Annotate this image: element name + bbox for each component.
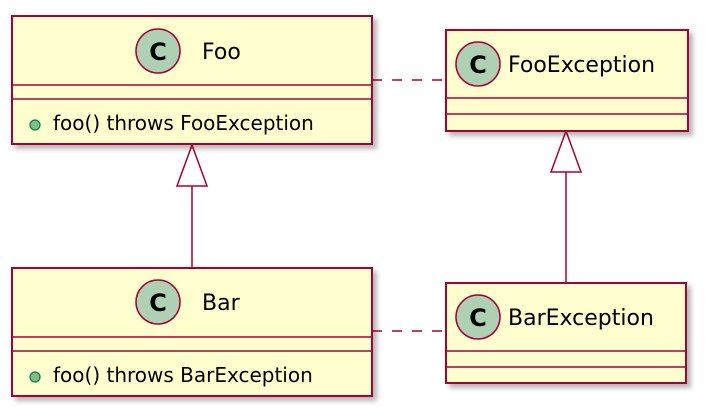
class-box [11,267,373,397]
stereotype-letter: C [149,289,167,317]
relations [175,79,583,332]
class-member: foo() throws BarException [53,363,313,387]
class-stereotype-icon [135,28,181,74]
class-name: BarException [508,306,654,331]
class-fooexception[interactable]: C FooException [445,29,689,132]
class-barexception[interactable]: C BarException [445,282,687,384]
class-name: Foo [202,40,241,65]
class-stereotype-icon [455,294,501,340]
stereotype-letter: C [469,51,487,79]
inheritance-arrow-foo [175,142,209,187]
class-stereotype-icon [455,41,501,87]
public-method-icon [29,371,41,383]
class-foo[interactable]: C Foo foo() throws FooException [11,15,373,145]
class-name: Bar [202,291,241,316]
class-bar[interactable]: C Bar foo() throws BarException [11,267,373,397]
class-box [11,15,373,145]
public-method-icon [29,119,41,131]
class-member: foo() throws FooException [53,111,314,135]
stereotype-letter: C [469,304,487,332]
stereotype-letter: C [149,38,167,66]
inheritance-arrow-fooexception [549,128,583,173]
class-name: FooException [508,53,655,78]
class-stereotype-icon [135,279,181,325]
